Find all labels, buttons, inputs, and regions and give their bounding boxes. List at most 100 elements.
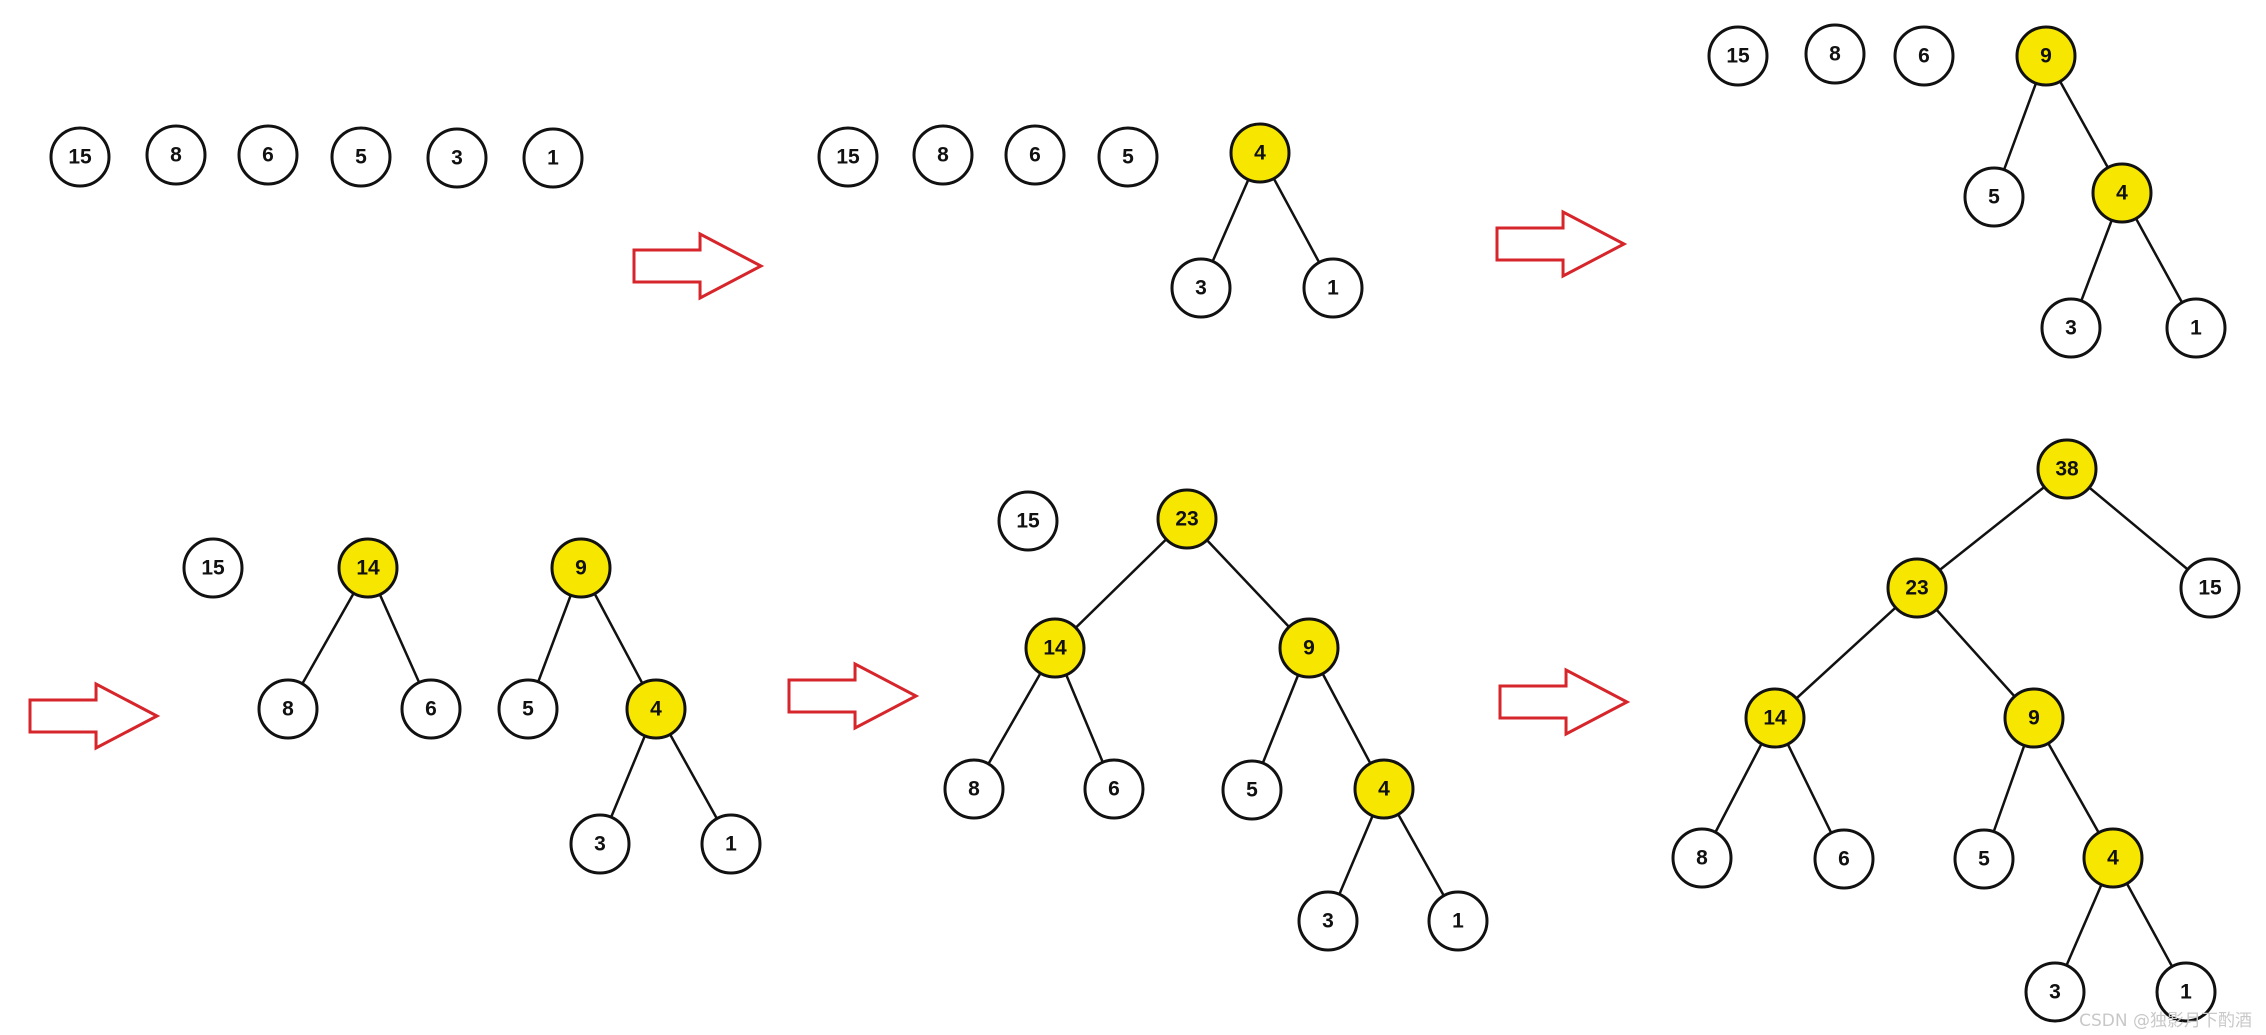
- node-label: 3: [1195, 277, 1207, 300]
- node-label: 4: [2107, 847, 2119, 870]
- leaf-node: 15: [49, 126, 111, 188]
- leaf-node: 15: [1707, 25, 1769, 87]
- node-circle: [1302, 257, 1364, 319]
- node-label: 5: [1988, 186, 2000, 209]
- leaf-node: 6: [1893, 25, 1955, 87]
- node-label: 8: [937, 144, 949, 167]
- node-circle: [1893, 25, 1955, 87]
- node-label: 9: [575, 557, 587, 580]
- node-circle: [2082, 827, 2144, 889]
- leaf-node: 6: [1813, 828, 1875, 890]
- node-circle: [1229, 122, 1291, 184]
- node-circle: [1170, 257, 1232, 319]
- internal-node: 4: [1353, 758, 1415, 820]
- leaf-node: 1: [700, 813, 762, 875]
- leaf-node: 3: [1297, 890, 1359, 952]
- node-circle: [2015, 25, 2077, 87]
- node-circle: [182, 537, 244, 599]
- leaf-node: 5: [1953, 828, 2015, 890]
- node-label: 6: [1108, 778, 1120, 801]
- node-label: 1: [2190, 317, 2202, 340]
- node-circle: [1963, 166, 2025, 228]
- node-label: 38: [2055, 458, 2079, 481]
- internal-node: 9: [1278, 617, 1340, 679]
- node-label: 14: [356, 557, 380, 580]
- node-circle: [1671, 827, 1733, 889]
- node-circle: [1221, 759, 1283, 821]
- node-label: 4: [1254, 142, 1266, 165]
- leaf-node: 1: [2165, 297, 2227, 359]
- leaf-node: 15: [182, 537, 244, 599]
- internal-node: 38: [2036, 438, 2098, 500]
- right-arrow-icon: [1495, 209, 1628, 279]
- node-label: 8: [1829, 43, 1841, 66]
- node-label: 6: [1918, 45, 1930, 68]
- leaf-node: 6: [237, 124, 299, 186]
- node-label: 15: [2198, 577, 2222, 600]
- node-circle: [625, 678, 687, 740]
- node-circle: [237, 124, 299, 186]
- node-circle: [2165, 297, 2227, 359]
- internal-node: 4: [2091, 162, 2153, 224]
- internal-node: 14: [337, 537, 399, 599]
- leaf-node: 15: [997, 490, 1059, 552]
- node-circle: [2003, 687, 2065, 749]
- node-label: 6: [262, 144, 274, 167]
- node-label: 1: [1327, 277, 1339, 300]
- leaf-node: 8: [912, 124, 974, 186]
- node-circle: [400, 678, 462, 740]
- node-label: 14: [1043, 637, 1067, 660]
- node-label: 4: [2116, 182, 2128, 205]
- leaf-node: 6: [1083, 758, 1145, 820]
- node-circle: [997, 490, 1059, 552]
- leaf-node: 8: [1671, 827, 1733, 889]
- node-label: 3: [2065, 317, 2077, 340]
- tree-edge: [1774, 587, 1918, 719]
- node-circle: [1886, 557, 1948, 619]
- node-label: 1: [1452, 910, 1464, 933]
- internal-node: 4: [1229, 122, 1291, 184]
- leaf-node: 5: [1097, 126, 1159, 188]
- node-circle: [2155, 961, 2217, 1023]
- node-circle: [2036, 438, 2098, 500]
- internal-node: 9: [2003, 687, 2065, 749]
- leaf-node: 3: [1170, 257, 1232, 319]
- node-circle: [1707, 25, 1769, 87]
- node-label: 23: [1905, 577, 1928, 600]
- node-circle: [1953, 828, 2015, 890]
- node-circle: [330, 126, 392, 188]
- leaf-node: 1: [2155, 961, 2217, 1023]
- node-circle: [1097, 126, 1159, 188]
- node-circle: [1083, 758, 1145, 820]
- right-arrow-icon: [28, 681, 161, 751]
- node-circle: [337, 537, 399, 599]
- node-label: 15: [201, 557, 225, 580]
- node-label: 9: [1303, 637, 1315, 660]
- internal-node: 4: [2082, 827, 2144, 889]
- watermark: CSDN @独影月下酌酒: [2079, 1011, 2252, 1031]
- node-label: 8: [170, 144, 182, 167]
- tree-edge: [1054, 518, 1188, 649]
- node-circle: [1024, 617, 1086, 679]
- node-label: 3: [2049, 981, 2061, 1004]
- node-label: 14: [1763, 707, 1787, 730]
- right-arrow-icon: [787, 661, 920, 731]
- node-circle: [1278, 617, 1340, 679]
- node-label: 1: [725, 833, 737, 856]
- leaf-node: 3: [2040, 297, 2102, 359]
- node-circle: [1004, 124, 1066, 186]
- node-label: 4: [1378, 778, 1390, 801]
- node-label: 5: [522, 698, 534, 721]
- node-circle: [1427, 890, 1489, 952]
- node-label: 8: [1696, 847, 1708, 870]
- node-label: 4: [650, 698, 662, 721]
- node-label: 15: [1016, 510, 1040, 533]
- leaf-node: 5: [330, 126, 392, 188]
- leaf-node: 8: [943, 758, 1005, 820]
- node-circle: [522, 127, 584, 189]
- internal-node: 9: [550, 537, 612, 599]
- leaf-node: 5: [1963, 166, 2025, 228]
- leaf-node: 6: [400, 678, 462, 740]
- right-arrow-icon: [632, 231, 765, 301]
